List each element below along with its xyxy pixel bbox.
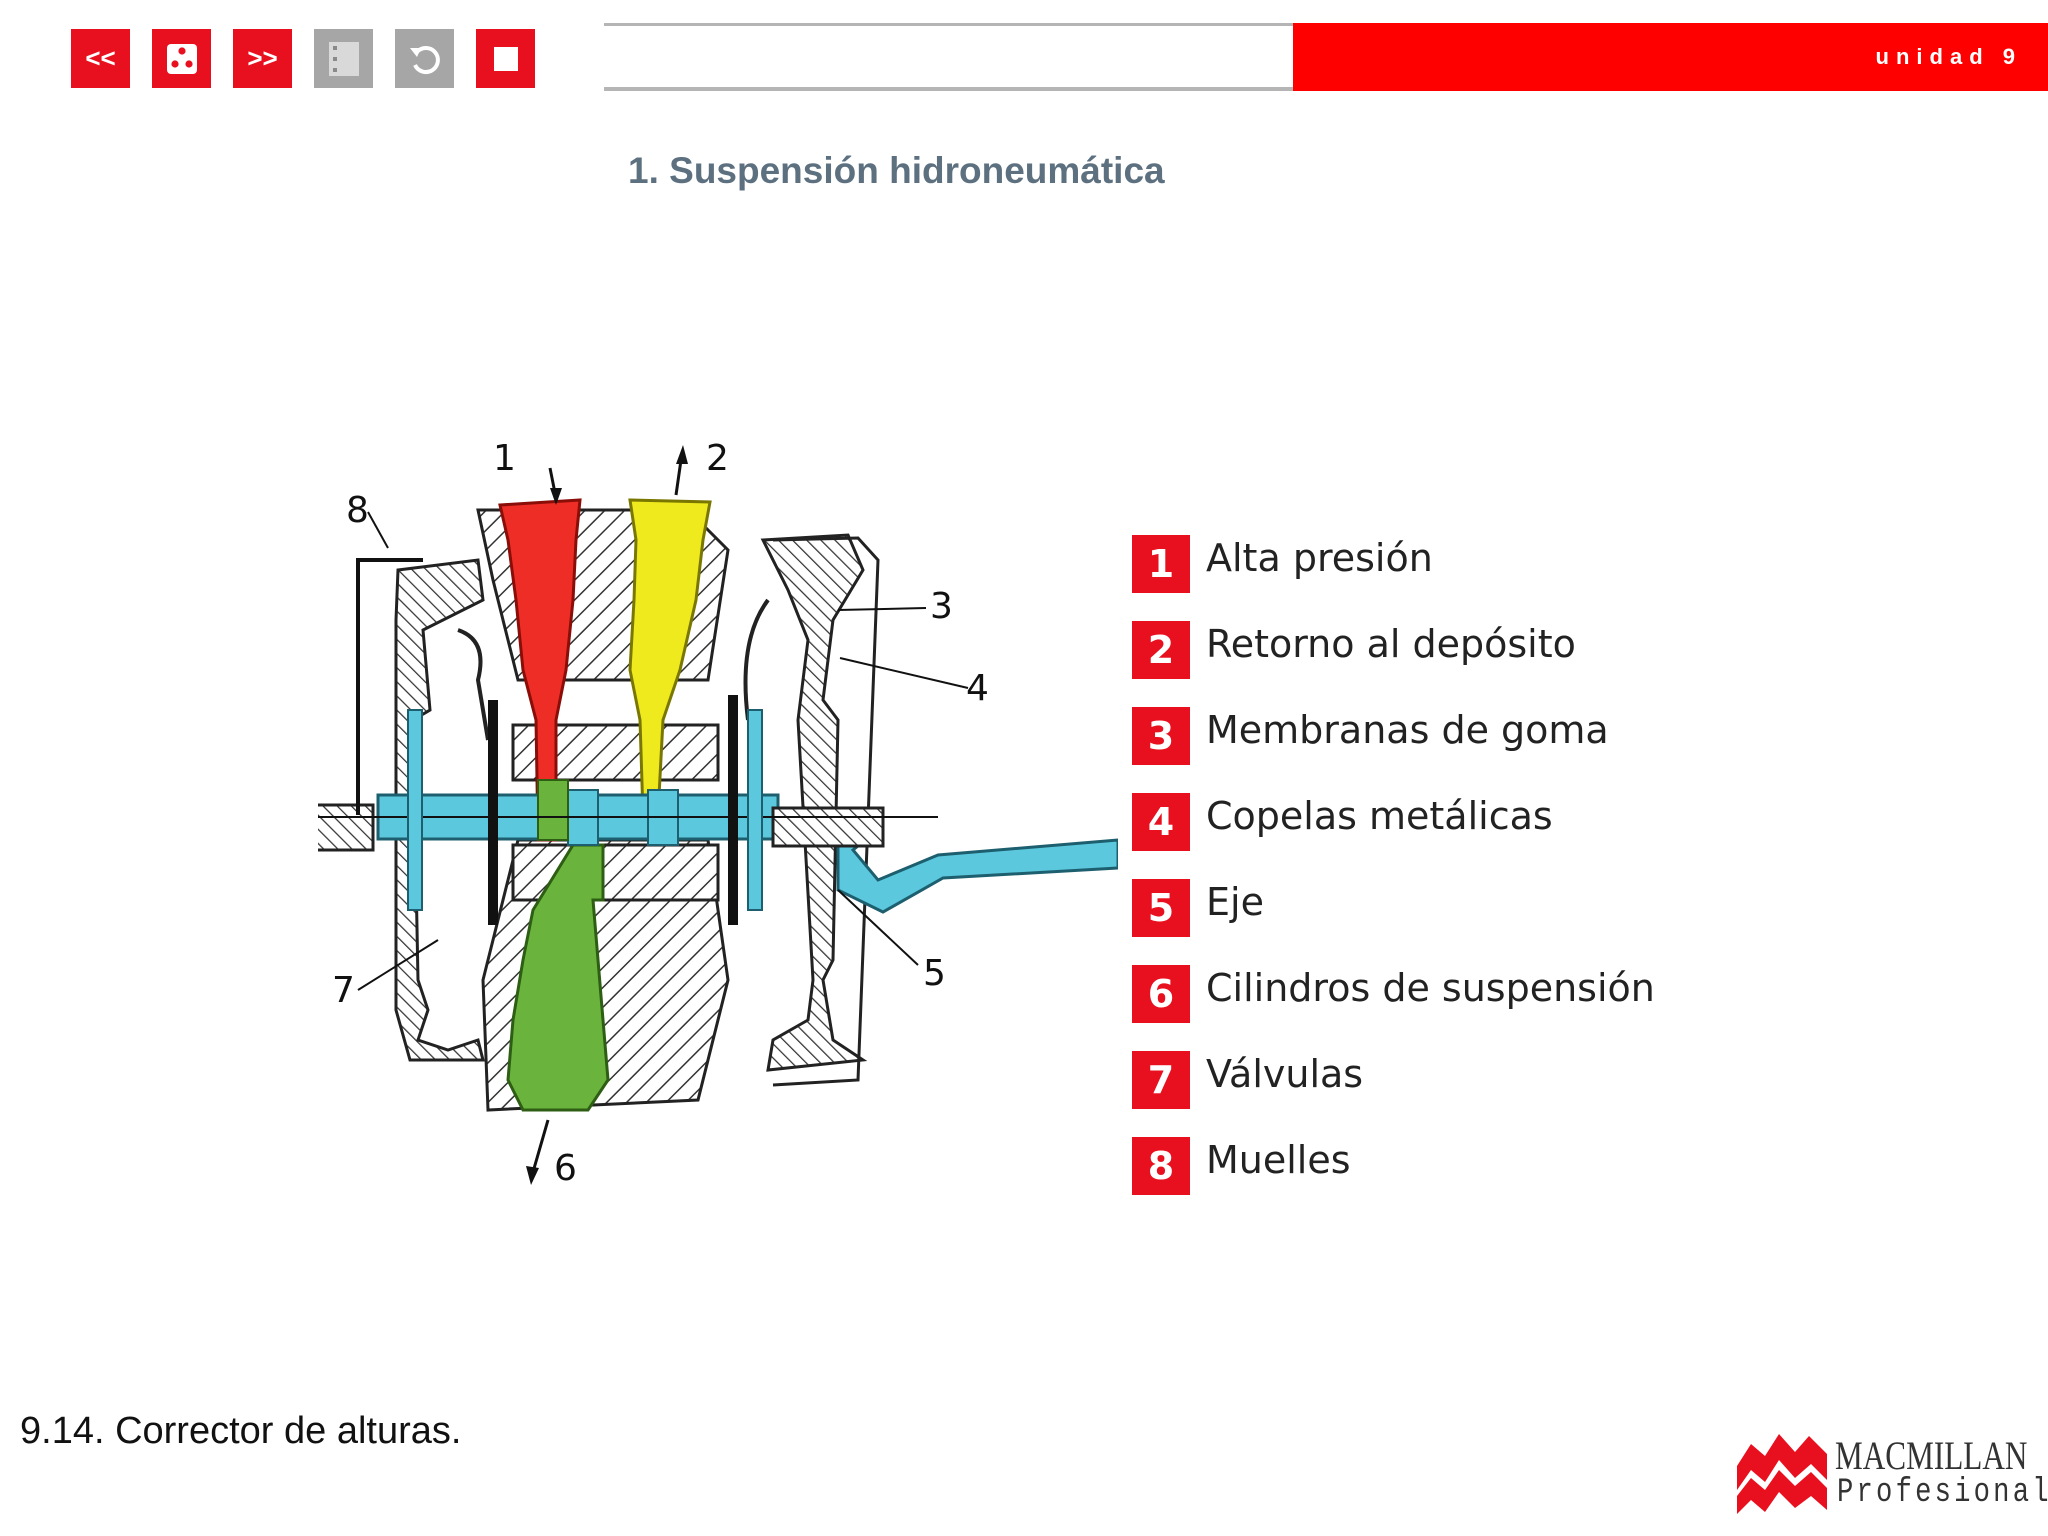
left-membrane bbox=[457, 628, 490, 741]
stop-button[interactable] bbox=[476, 29, 535, 88]
legend-number: 4 bbox=[1132, 793, 1190, 851]
legend-number: 3 bbox=[1132, 707, 1190, 765]
slide-title: 1. Suspensión hidroneumática bbox=[628, 150, 1165, 191]
left-spring bbox=[488, 700, 498, 925]
legend-label: Copelas metálicas bbox=[1206, 794, 1553, 838]
legend-label: Muelles bbox=[1206, 1138, 1351, 1182]
legend-item: 7 Válvulas bbox=[1132, 1051, 1363, 1109]
legend-number: 7 bbox=[1132, 1051, 1190, 1109]
outer-cup bbox=[772, 536, 880, 1087]
legend-number: 6 bbox=[1132, 965, 1190, 1023]
height-corrector-diagram: 1 2 3 4 5 6 7 8 bbox=[248, 420, 1120, 1200]
logo-subtitle: Profesional bbox=[1837, 1474, 2048, 1512]
legend-number: 5 bbox=[1132, 879, 1190, 937]
unit-banner: unidad 9 bbox=[1293, 23, 2048, 91]
dots-icon bbox=[166, 43, 197, 74]
right-housing bbox=[760, 533, 868, 1072]
callout-4: 4 bbox=[966, 668, 989, 709]
figure-caption: 9.14. Corrector de alturas. bbox=[20, 1410, 462, 1452]
stop-icon bbox=[493, 46, 518, 71]
legend-label: Membranas de goma bbox=[1206, 708, 1609, 752]
list-icon bbox=[328, 41, 359, 76]
list-button[interactable] bbox=[314, 29, 373, 88]
right-valve bbox=[747, 709, 763, 911]
unit-label: unidad 9 bbox=[1875, 44, 2022, 69]
legend-item: 6 Cilindros de suspensión bbox=[1132, 965, 1655, 1023]
left-valve bbox=[407, 709, 423, 911]
next-label: >> bbox=[247, 43, 278, 73]
legend-item: 4 Copelas metálicas bbox=[1132, 793, 1553, 851]
macmillan-logo: MACMILLAN Profesional bbox=[1733, 1426, 2048, 1514]
diagram-svg: 1 2 3 4 5 6 7 8 bbox=[248, 438, 1120, 1189]
legend-item: 5 Eje bbox=[1132, 879, 1264, 937]
legend-item: 3 Membranas de goma bbox=[1132, 707, 1609, 765]
legend-label: Alta presión bbox=[1206, 536, 1433, 580]
legend-label: Eje bbox=[1206, 880, 1264, 924]
navigation-bar: << >> bbox=[71, 29, 535, 88]
spring-bracket bbox=[356, 558, 423, 815]
next-button[interactable]: >> bbox=[233, 29, 292, 88]
legend-item: 1 Alta presión bbox=[1132, 535, 1433, 593]
callout-8: 8 bbox=[346, 490, 369, 531]
index-button[interactable] bbox=[152, 29, 211, 88]
callout-6: 6 bbox=[554, 1148, 577, 1189]
logo-brand: MACMILLAN bbox=[1835, 1433, 2028, 1478]
right-membrane bbox=[743, 598, 770, 721]
previous-button[interactable]: << bbox=[71, 29, 130, 88]
legend-number: 8 bbox=[1132, 1137, 1190, 1195]
callout-2: 2 bbox=[706, 438, 729, 479]
left-housing bbox=[394, 558, 485, 1062]
callout-7: 7 bbox=[332, 970, 355, 1011]
callout-5: 5 bbox=[923, 953, 946, 994]
back-button[interactable] bbox=[395, 29, 454, 88]
legend-item: 8 Muelles bbox=[1132, 1137, 1351, 1195]
legend-label: Válvulas bbox=[1206, 1052, 1364, 1096]
legend-number: 2 bbox=[1132, 621, 1190, 679]
undo-icon bbox=[409, 45, 440, 74]
callout-1: 1 bbox=[493, 438, 516, 479]
previous-label: << bbox=[85, 43, 116, 73]
legend-number: 1 bbox=[1132, 535, 1190, 593]
legend-label: Cilindros de suspensión bbox=[1206, 966, 1655, 1010]
callout-3: 3 bbox=[930, 586, 953, 627]
legend-label: Retorno al depósito bbox=[1206, 622, 1576, 666]
macmillan-emblem-icon bbox=[1737, 1434, 1827, 1514]
legend-item: 2 Retorno al depósito bbox=[1132, 621, 1576, 679]
header-line bbox=[604, 23, 1294, 91]
right-spring bbox=[728, 695, 738, 925]
suspension-passage bbox=[506, 843, 610, 1112]
